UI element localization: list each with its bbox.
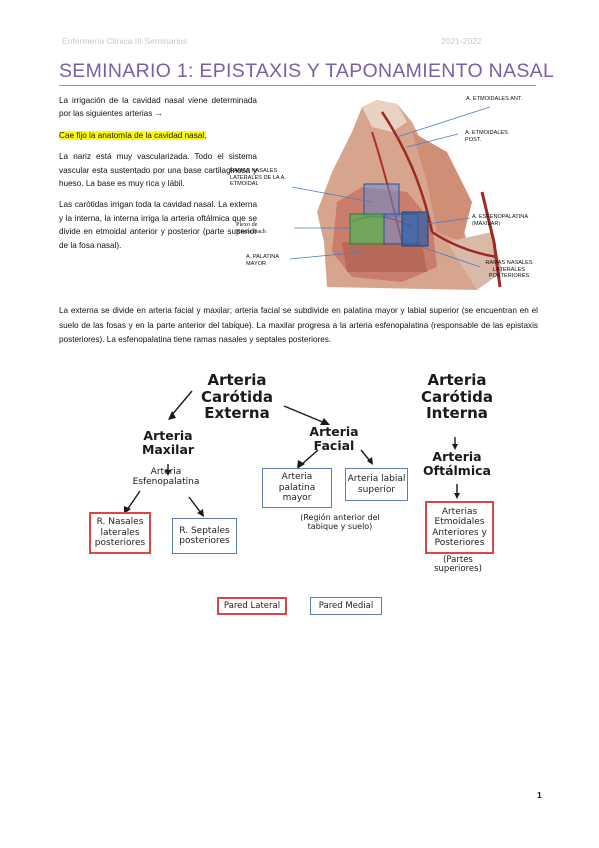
label-etmoidales-post: A. ETMOIDALES POST.: [465, 130, 508, 143]
node-arteria-esfenopalatina: Arteria Esfenopalatina: [132, 467, 200, 487]
page-number: 1: [537, 790, 542, 800]
label-ramas-posteriores: RAMAS NASALES LATERALES POSTERIORES: [485, 260, 533, 280]
node-carotida-interna: Arteria Carótida Interna: [420, 371, 493, 422]
legend-pared-lateral: Pared Lateral: [217, 597, 287, 615]
box-r-nasales: R. Nasales laterales posteriores: [89, 512, 151, 554]
arrow-esfeno-nasales: [126, 490, 141, 511]
node-carotida-externa: Arteria Carótida Externa: [200, 371, 273, 422]
highlight-paragraph: Cae fijo la anatomía de la cavidad nasal…: [59, 129, 257, 142]
highlight-text: Cae fijo la anatomía de la cavidad nasal…: [59, 130, 207, 140]
node-arteria-oftalmica: Arteria Oftálmica: [423, 449, 491, 478]
legend-pared-medial: Pared Medial: [310, 597, 382, 615]
arrow-externa-facial: [283, 405, 326, 424]
carotid-paragraph: Las carótidas irrigan toda la cavidad na…: [59, 200, 257, 250]
label-palatina-mayor: A. PALATINA MAYOR: [246, 254, 279, 267]
header-left: Enfermería Clínica III-Seminarios: [62, 36, 188, 46]
nasal-anatomy-illustration: [289, 100, 502, 290]
arrow-facial-labial: [360, 449, 371, 462]
page-title: SEMINARIO 1: EPISTAXIS Y TAPONAMIENTO NA…: [59, 60, 555, 82]
label-kiesselbach: Plexo de Kiesselbach: [236, 221, 266, 235]
vascular-paragraph: La nariz está muy vascularizada. Todo el…: [59, 152, 257, 189]
label-esfenopalatina: A. ESFENOPALATINA (MAXILAR): [472, 214, 528, 227]
box-r-septales: R. Septales posteriores: [172, 518, 237, 554]
node-arteria-maxilar: Arteria Maxilar: [141, 428, 195, 457]
note-partes-superiores: (Partes superiores): [434, 555, 482, 575]
body-paragraph: La externa se divide en arteria facial y…: [59, 306, 538, 345]
nasal-anatomy-figure: A. ETMOIDALES ANT. A. ETMOIDALES POST. R…: [230, 92, 542, 292]
title-rule: [59, 85, 536, 86]
arrow-facial-palatina: [300, 449, 319, 466]
header-right: 2021-2022: [441, 36, 482, 46]
arrow-esfeno-septales: [188, 496, 202, 514]
node-arteria-facial: Arteria Facial: [309, 424, 359, 453]
intro-paragraph: La irrigación de la cavidad nasal viene …: [59, 96, 257, 119]
box-arteria-palatina: Arteria palatina mayor: [262, 468, 332, 508]
box-arteria-labial: Arteria labial superior: [345, 468, 408, 501]
box-arterias-etmoidales: Arterias Etmoidales Anteriores y Posteri…: [425, 501, 494, 554]
left-column: La irrigación de la cavidad nasal viene …: [59, 94, 257, 260]
arrow-externa-maxilar: [170, 390, 193, 417]
label-ramas-laterales: RAMAS NASALES LATERALES DE LA A. ETMOIDA…: [230, 168, 286, 188]
label-etmoidales-ant: A. ETMOIDALES ANT.: [466, 96, 523, 102]
note-region: (Región anterior del tabique y suelo): [300, 513, 380, 531]
